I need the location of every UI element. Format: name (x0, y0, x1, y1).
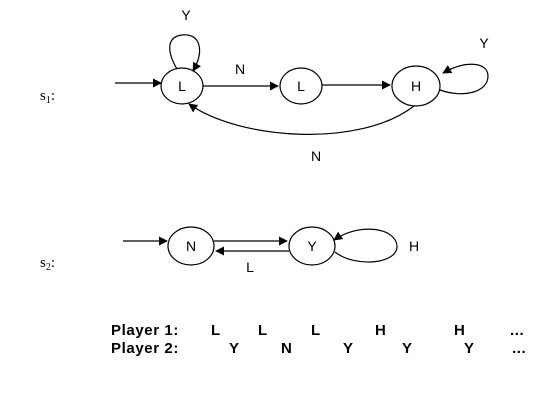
s1-state-2 (391, 65, 441, 107)
machine-s2: s2: N Y L H (40, 226, 419, 275)
s2-state-1 (288, 226, 336, 266)
player-1-action: ... (510, 322, 525, 339)
s2-edge-1-1 (333, 228, 398, 263)
s1-state-2-label: H (411, 78, 421, 94)
player-1-action: H (375, 322, 387, 339)
player-1-action: H (454, 322, 466, 339)
s1-state-1 (279, 67, 323, 105)
s2-edge-1-1-label: H (409, 238, 419, 254)
player-1-action: L (258, 322, 268, 339)
player-2-action: Y (343, 340, 354, 357)
s1-edge-2-0 (188, 103, 415, 135)
machine-s1-label: s1: (40, 88, 55, 106)
s1-edge-2-0-label: N (311, 148, 321, 164)
s2-state-0-label: N (186, 238, 196, 254)
machine-s1-label-sub: 1 (46, 95, 51, 106)
s1-edge-2-2 (439, 63, 489, 95)
s1-edge-0-1-label: N (235, 61, 245, 77)
machine-s2-label-colon: : (51, 255, 55, 271)
player-2-action: N (281, 340, 293, 357)
player-2-name: Player 2: (111, 340, 179, 357)
s1-state-0-label: L (178, 78, 186, 94)
player-1-action: L (311, 322, 321, 339)
player-2-action: Y (402, 340, 413, 357)
s2-state-0 (167, 226, 215, 266)
s1-edge-0-0 (169, 34, 201, 72)
player-1-name: Player 1: (111, 322, 179, 339)
s2-edge-1-0-label: L (246, 259, 254, 275)
machine-s2-label: s2: (40, 255, 55, 273)
machine-s2-label-sub: 2 (46, 262, 51, 273)
machine-s1: s1: L L H Y N Y N (40, 7, 489, 164)
player-2-action: Y (229, 340, 240, 357)
machine-s1-label-colon: : (51, 88, 55, 104)
s1-edge-0-0-label: Y (181, 7, 191, 23)
machine-s2-label-letter: s (40, 255, 46, 271)
player-1-action: L (211, 322, 221, 339)
player-2-action: ... (512, 340, 527, 357)
machine-s1-label-letter: s (40, 88, 46, 104)
s1-state-1-label: L (297, 78, 305, 94)
s2-state-1-label: Y (307, 238, 317, 254)
player-2-action: Y (464, 340, 475, 357)
s1-edge-2-2-label: Y (479, 35, 489, 51)
